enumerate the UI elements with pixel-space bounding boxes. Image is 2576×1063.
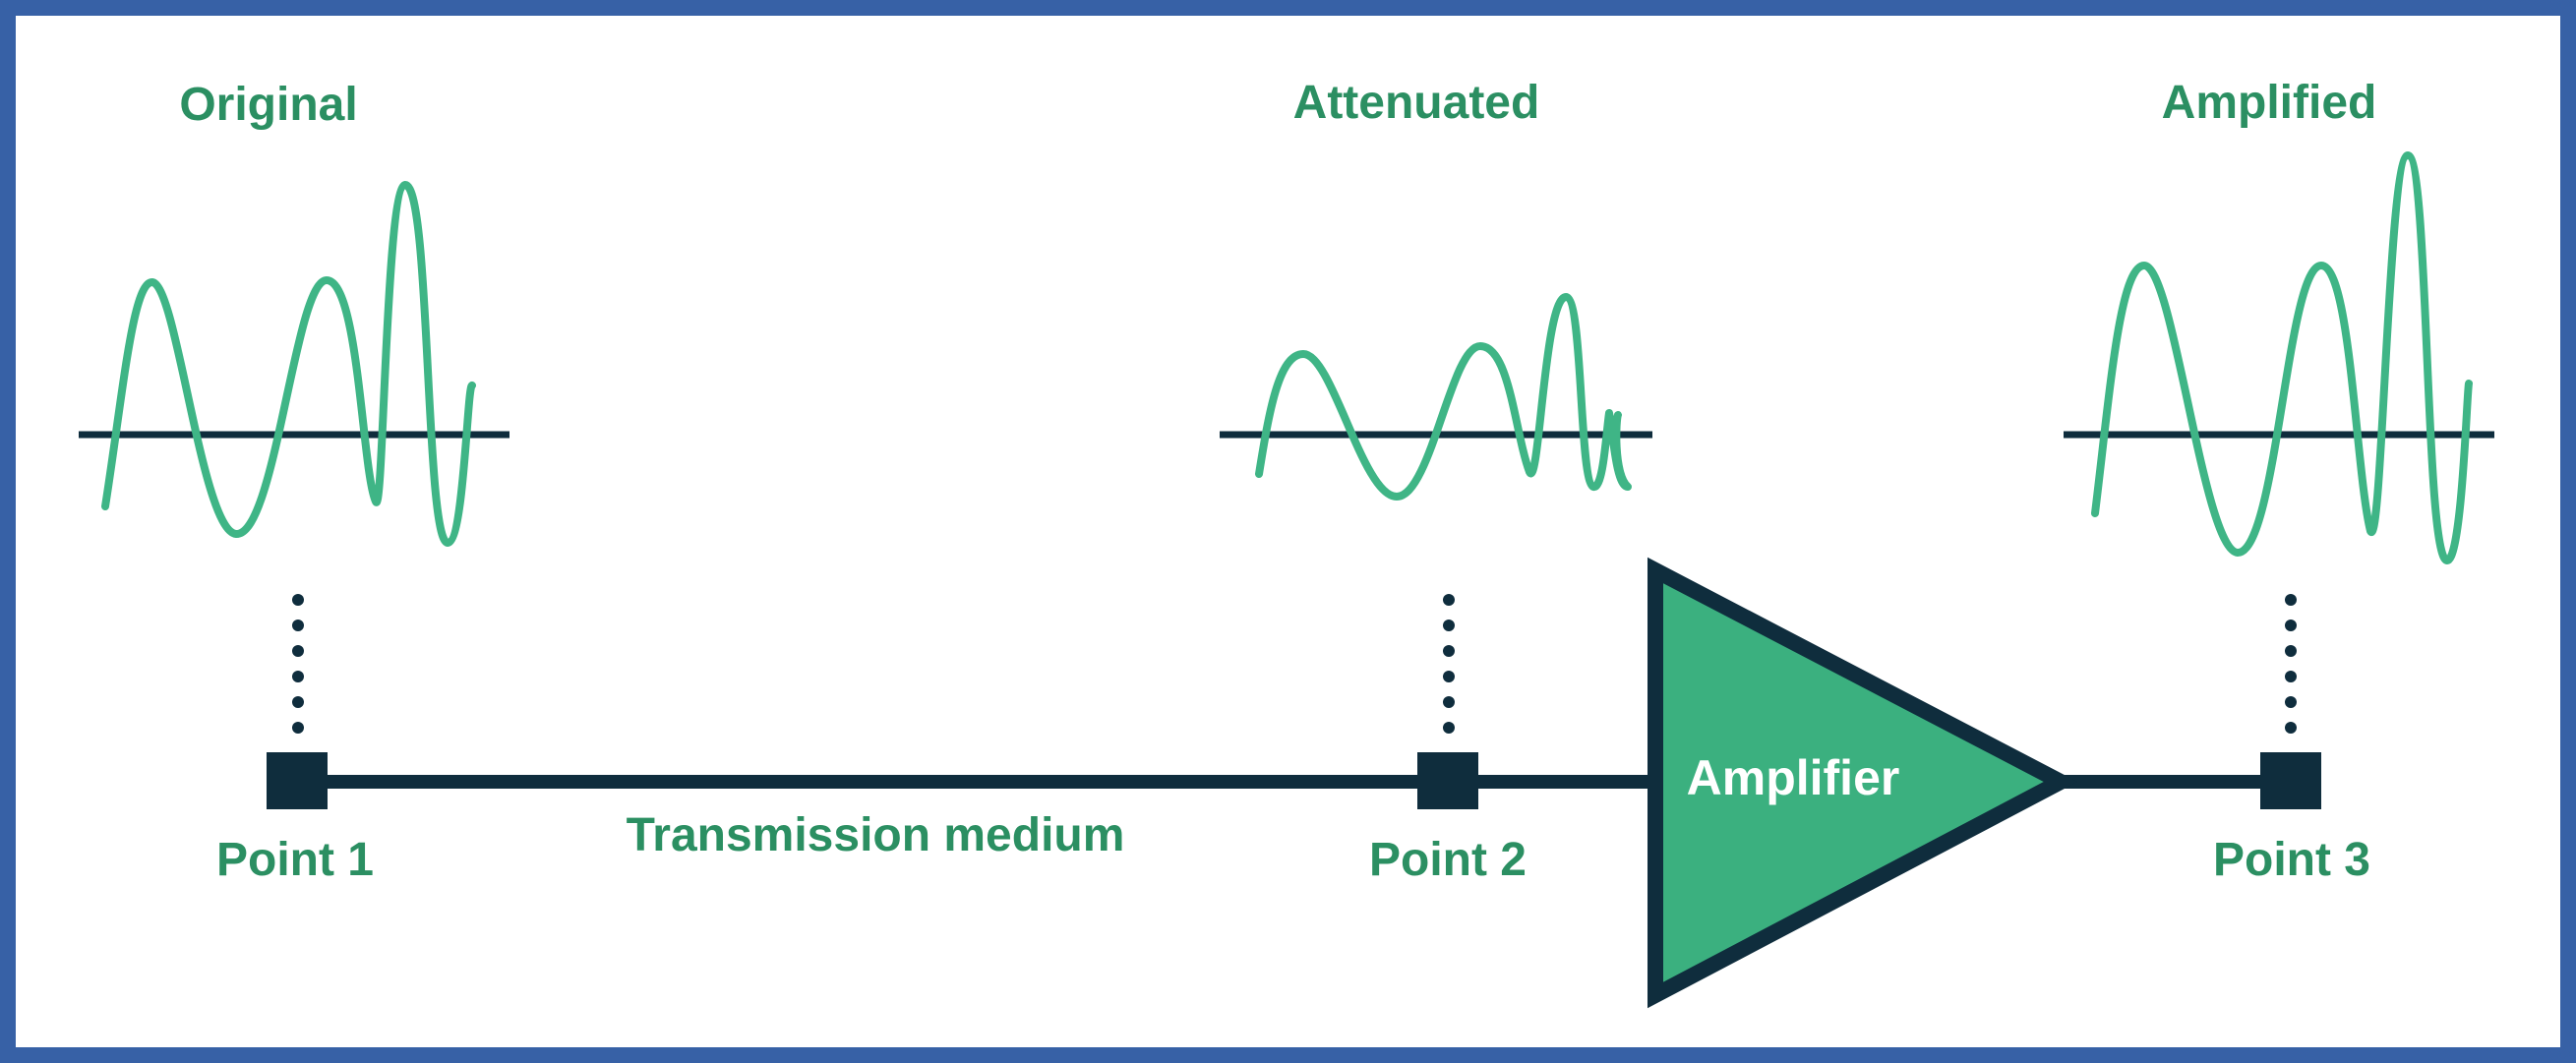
point2-connector	[1443, 594, 1455, 734]
amplified-waveform	[2064, 151, 2494, 564]
point2-label: Point 2	[1369, 834, 1527, 886]
attenuated-waveform	[1220, 293, 1652, 501]
attenuated-wave	[1255, 293, 1632, 501]
attenuated-label: Attenuated	[1293, 77, 1540, 129]
original-waveform	[79, 181, 509, 547]
original-wave	[101, 181, 476, 547]
medium-label: Transmission medium	[627, 809, 1125, 861]
amplified-label: Amplified	[2162, 77, 2377, 129]
point3-connector	[2285, 594, 2297, 734]
amplified-wave	[2091, 151, 2473, 564]
amplifier-label: Amplifier	[1687, 750, 1900, 805]
point2-marker	[1417, 752, 1478, 809]
point1-label: Point 1	[216, 834, 374, 886]
point3-label: Point 3	[2213, 834, 2370, 886]
original-label: Original	[179, 79, 357, 131]
point1-marker	[267, 752, 328, 809]
point1-connector	[292, 594, 304, 734]
point3-marker	[2260, 752, 2321, 809]
amplifier-triangle	[1647, 557, 2078, 1009]
